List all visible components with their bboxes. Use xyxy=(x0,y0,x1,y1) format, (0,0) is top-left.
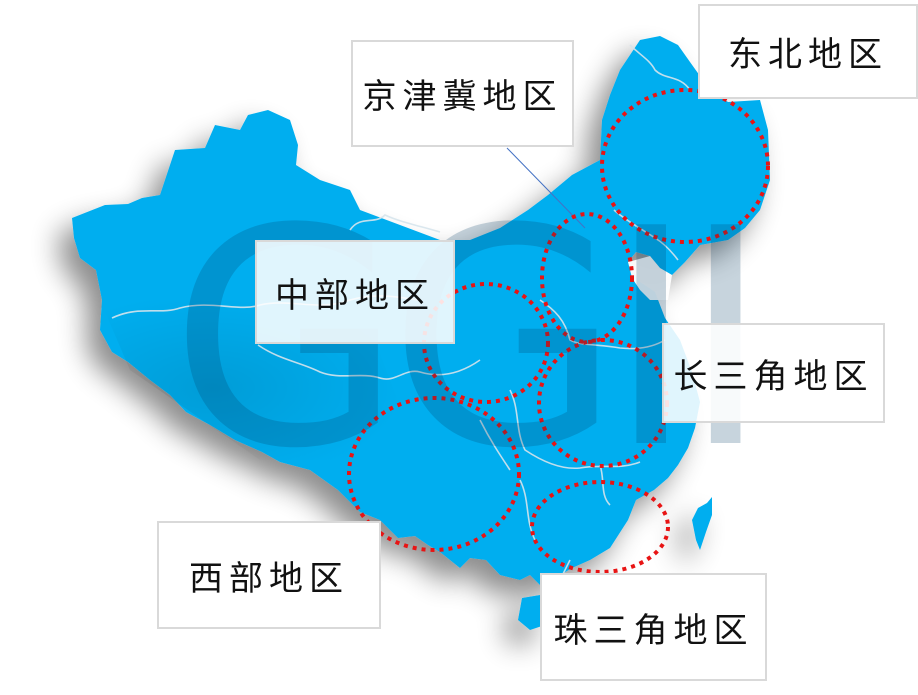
label-yangtze-delta: 长三角地区 xyxy=(662,323,885,423)
label-jingjinji: 京津冀地区 xyxy=(351,40,574,147)
label-yangtze-delta-text: 长三角地区 xyxy=(673,356,874,397)
jingjinji-leader-line xyxy=(506,147,586,229)
pearl-delta-outline xyxy=(530,480,670,574)
label-pearl-delta-text: 珠三角地区 xyxy=(553,610,754,651)
region-outlines xyxy=(347,88,770,574)
label-northeast: 东北地区 xyxy=(698,4,918,99)
label-western: 西部地区 xyxy=(157,521,381,629)
label-jingjinji-text: 京津冀地区 xyxy=(362,77,563,117)
western-outline xyxy=(347,396,521,552)
label-pearl-delta: 珠三角地区 xyxy=(540,573,767,681)
label-northeast-text: 东北地区 xyxy=(728,35,888,75)
taiwan-shape xyxy=(692,497,712,550)
jingjinji-outline xyxy=(540,212,634,344)
label-western-text: 西部地区 xyxy=(189,558,349,599)
northeast-outline xyxy=(600,88,770,244)
label-central: 中部地区 xyxy=(255,240,455,344)
label-central-text: 中部地区 xyxy=(275,275,435,316)
